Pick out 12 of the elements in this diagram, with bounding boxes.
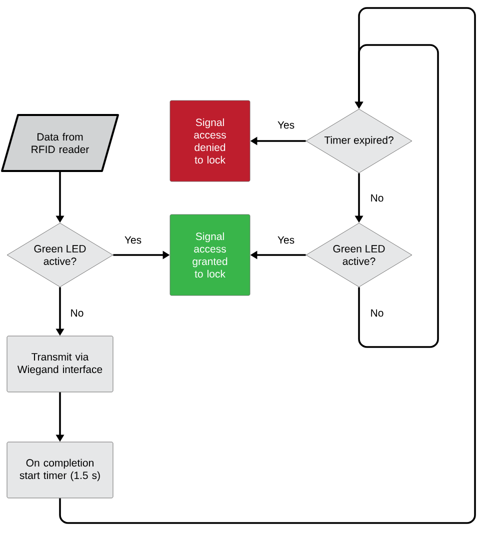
process-box: Signal access denied to lock xyxy=(170,100,250,182)
edge-label: No xyxy=(69,308,85,318)
edge-label: Yes xyxy=(123,235,143,245)
edge-label: Yes xyxy=(276,120,296,130)
edge-label: No xyxy=(369,308,385,318)
arrow xyxy=(59,7,476,524)
edge-label: No xyxy=(369,193,385,203)
edge-label: Yes xyxy=(276,235,296,245)
input-parallelogram: Data from RFID reader xyxy=(1,114,119,172)
process-box: Signal access granted to lock xyxy=(170,214,250,296)
process-box: Transmit via Wiegand interface xyxy=(6,336,114,392)
process-box: On completion start timer (1.5 s) xyxy=(6,442,114,498)
